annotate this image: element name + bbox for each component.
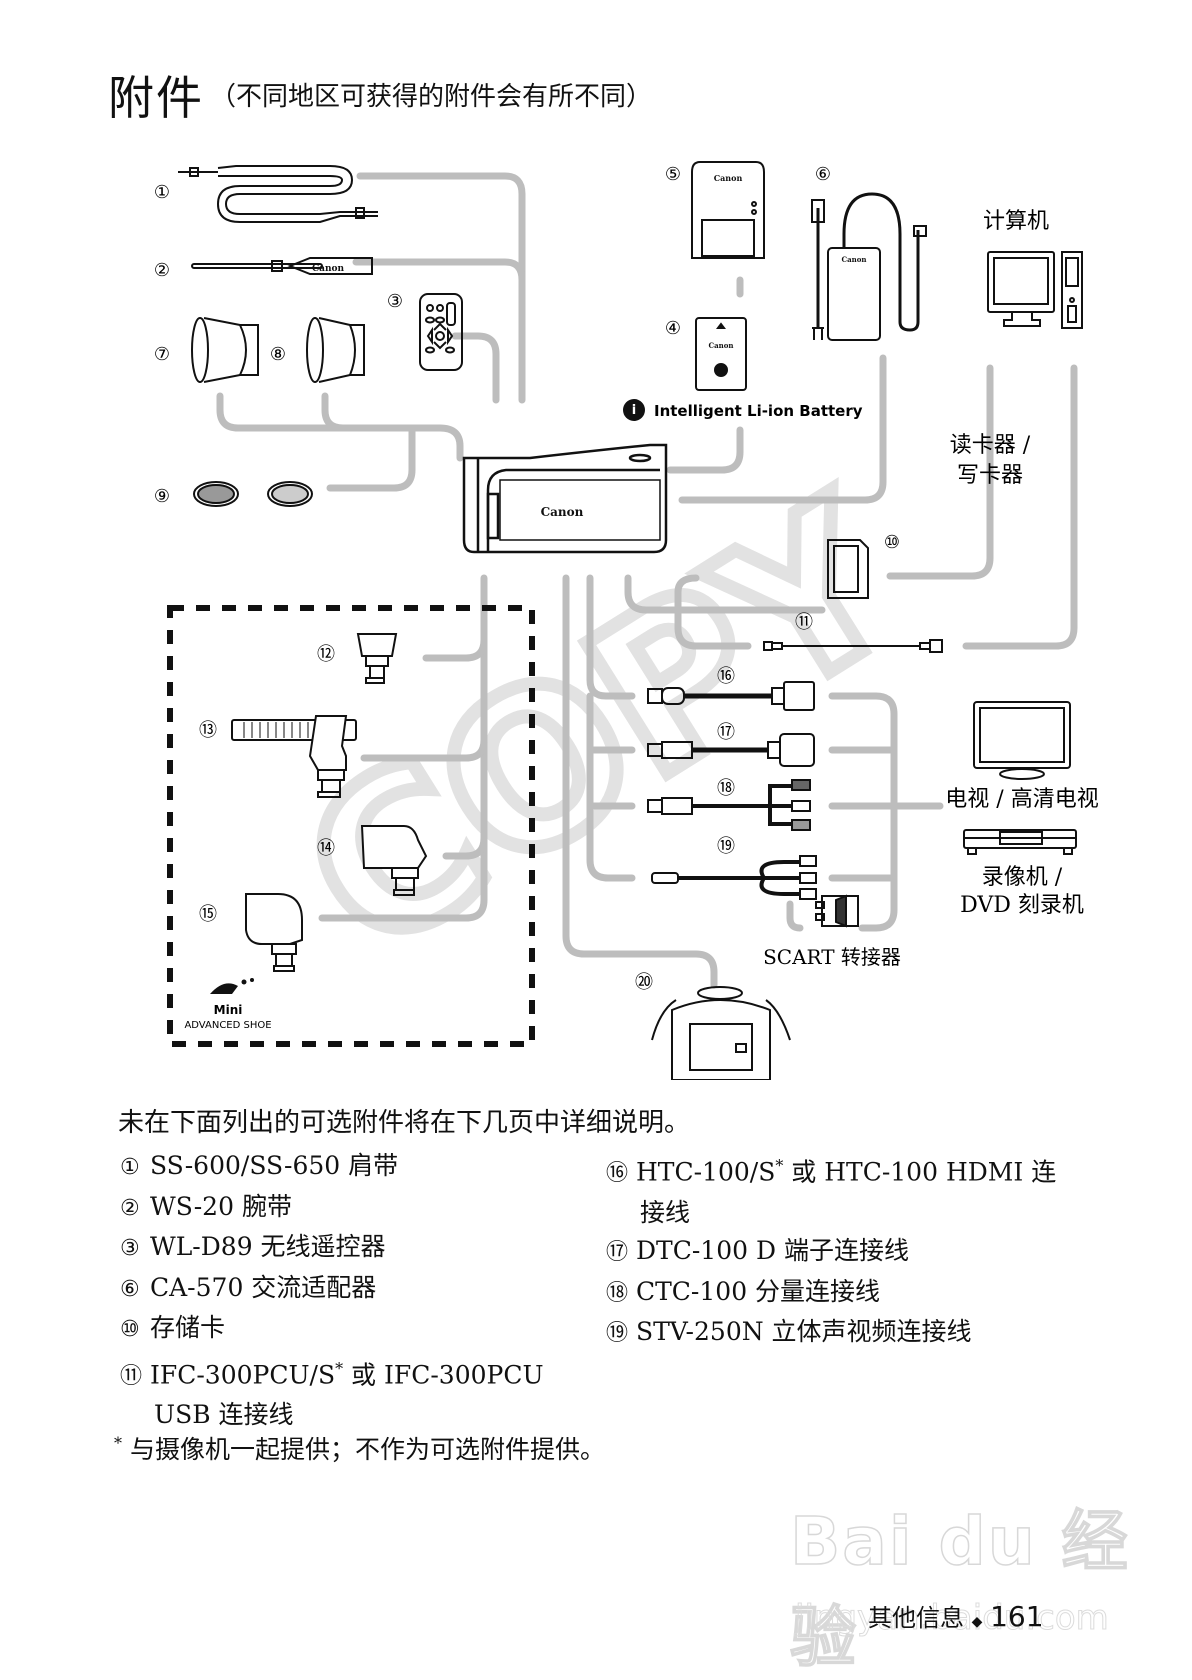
list-item-continuation: USB 连接线 xyxy=(154,1400,294,1430)
svg-text:Canon: Canon xyxy=(312,264,345,274)
intelligent-battery-icon xyxy=(623,399,645,421)
callout-19: ⑲ xyxy=(717,836,735,857)
mini-advanced-shoe-logo-icon xyxy=(210,983,238,994)
mini-advanced-shoe-group xyxy=(167,605,535,1047)
callout-11: ⑪ xyxy=(795,612,813,633)
battery-charger-icon: Canon xyxy=(691,161,765,259)
callout-13: ⑬ xyxy=(199,720,217,741)
shoe-logo-text: ADVANCED SHOE xyxy=(184,1020,271,1031)
vcr-dvd-icon xyxy=(963,829,1077,855)
hdmi-cable-icon xyxy=(647,681,815,711)
page-footer: 其他信息 ◆ 161 xyxy=(868,1598,1044,1633)
ac-adapter-icon: Canon xyxy=(811,192,927,341)
svg-text:Canon: Canon xyxy=(714,173,743,183)
page-title: 附件 xyxy=(108,71,204,125)
remote-control-icon xyxy=(419,293,463,371)
stereo-video-cable-icon xyxy=(651,855,817,900)
battery-label: Intelligent Li-ion Battery xyxy=(654,402,863,420)
baidu-watermark-url: jingyan.baidu.com xyxy=(795,1598,1110,1639)
callout-9: ⑨ xyxy=(154,486,170,507)
callout-7: ⑦ xyxy=(154,344,170,365)
memory-card-icon xyxy=(827,539,869,599)
page-subtitle: （不同地区可获得的附件会有所不同） xyxy=(210,82,653,112)
wide-converter-icon xyxy=(306,317,365,383)
callout-1: ① xyxy=(154,182,170,203)
baidu-watermark: Bai du 经验 xyxy=(789,1502,1130,1677)
card-reader-label-line1: 读卡器 / xyxy=(950,433,1031,458)
tv-label: 电视 / 高清电视 xyxy=(945,787,1098,812)
usb-cable-icon xyxy=(763,639,943,653)
callout-17: ⑰ xyxy=(717,722,735,743)
tv-icon xyxy=(973,701,1071,780)
shoulder-strap-icon xyxy=(178,165,378,223)
battery-pack-icon: Canon xyxy=(695,317,747,391)
callout-20: ⑳ xyxy=(635,972,653,993)
callout-18: ⑱ xyxy=(717,778,735,799)
page-number: 161 xyxy=(990,1600,1044,1633)
filter-set-icon xyxy=(193,481,313,507)
accessories-diagram: COPY xyxy=(154,161,1099,1080)
svg-text:i: i xyxy=(632,403,636,418)
callout-5: ⑤ xyxy=(665,164,681,185)
component-cable-icon xyxy=(647,779,811,831)
camcorder-icon: Canon xyxy=(462,443,668,554)
computer-label: 计算机 xyxy=(983,209,1049,234)
callout-2: ② xyxy=(154,260,170,281)
callout-3: ③ xyxy=(387,291,403,312)
callout-8: ⑧ xyxy=(270,344,286,365)
callout-6: ⑥ xyxy=(815,164,831,185)
computer-icon xyxy=(987,251,1083,329)
callout-10: ⑩ xyxy=(884,532,900,553)
svg-text:Canon: Canon xyxy=(709,341,734,350)
intro-text: 未在下面列出的可选附件将在下几页中详细说明。 xyxy=(118,1108,691,1138)
vcr-label-line1: 录像机 / xyxy=(982,865,1063,890)
callout-numbers: ① ② ③ ④ ⑤ ⑥ ⑦ ⑧ ⑨ ⑩ ⑪ ⑫ ⑬ ⑭ ⑮ ⑯ ⑰ ⑱ ⑲ ⑳ xyxy=(154,164,900,993)
connector-lines xyxy=(216,172,1078,989)
d-terminal-cable-icon xyxy=(647,733,815,767)
directional-microphone-icon xyxy=(231,715,357,798)
video-light-icon xyxy=(245,893,303,972)
svg-text:Canon: Canon xyxy=(541,505,584,519)
video-flash-light-icon xyxy=(360,825,428,896)
callout-14: ⑭ xyxy=(317,838,335,859)
svg-text:Canon: Canon xyxy=(842,255,867,264)
scart-adapter-icon xyxy=(815,894,859,928)
vcr-label-line2: DVD 刻录机 xyxy=(960,893,1084,918)
list-item-continuation: 接线 xyxy=(640,1197,691,1227)
callout-12: ⑫ xyxy=(317,644,335,665)
tele-converter-icon xyxy=(191,317,259,383)
wrist-strap-icon: Canon xyxy=(191,257,373,275)
bullet-icon: ◆ xyxy=(971,1614,983,1630)
callout-4: ④ xyxy=(665,318,681,339)
mini-video-light-icon xyxy=(356,633,398,684)
card-reader-label-line2: 写卡器 xyxy=(957,463,1023,488)
footnote: * 与摄像机一起提供；不作为可选附件提供。 xyxy=(114,1433,605,1464)
callout-15: ⑮ xyxy=(199,904,217,925)
scart-label: SCART 转接器 xyxy=(763,945,901,969)
soft-carrying-case-icon xyxy=(651,986,791,1080)
section-name: 其他信息 xyxy=(868,1604,964,1632)
shoe-logo-mini: Mini xyxy=(214,1003,243,1017)
callout-16: ⑯ xyxy=(717,666,735,687)
